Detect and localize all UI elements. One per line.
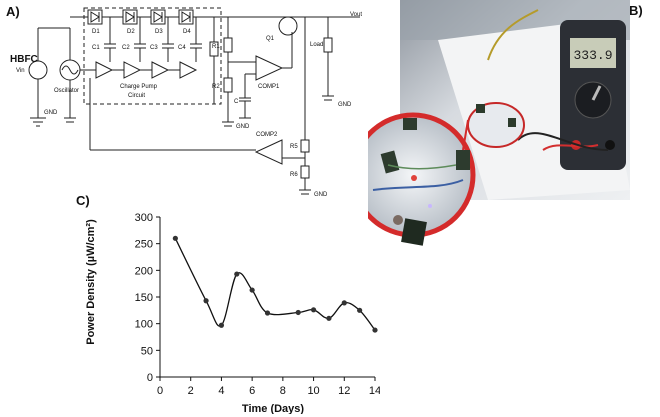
y-tick-label: 0 bbox=[147, 372, 153, 384]
diode-d2 bbox=[122, 9, 138, 25]
charge-pump-label: Charge Pump bbox=[120, 84, 158, 90]
x-tick-label: 0 bbox=[157, 385, 163, 397]
setup-photo: 333.9 bbox=[368, 0, 630, 246]
panel-label-c: C) bbox=[76, 193, 90, 208]
x-tick-label: 10 bbox=[307, 385, 319, 397]
y-tick-label: 150 bbox=[135, 292, 153, 304]
multimeter-reading: 333.9 bbox=[573, 48, 612, 63]
capacitors bbox=[104, 17, 202, 62]
r2-label: R2 bbox=[212, 84, 220, 90]
data-point bbox=[249, 287, 255, 293]
data-point bbox=[372, 327, 378, 333]
resistor-r5 bbox=[300, 139, 310, 153]
transistor-q1-symbol bbox=[278, 16, 298, 36]
chart-axes: 0 50 100 150 200 250 300 0 2 4 6 8 10 12 14 bbox=[135, 212, 380, 397]
data-point bbox=[234, 271, 240, 277]
y-tick-label: 100 bbox=[135, 319, 153, 331]
panel-label-a: A) bbox=[6, 4, 20, 19]
cap-label-c3: C3 bbox=[150, 45, 158, 51]
r6-label: R6 bbox=[290, 172, 298, 178]
y-axis-label: Power Density (µW/cm²) bbox=[85, 219, 97, 345]
diode-d1 bbox=[87, 9, 103, 25]
data-point bbox=[310, 307, 317, 313]
diode-label-d2: D2 bbox=[127, 29, 135, 35]
circuit-label: Circuit bbox=[128, 93, 145, 99]
cap-label-c2: C2 bbox=[122, 45, 130, 51]
series-line bbox=[174, 238, 376, 331]
multimeter-display bbox=[570, 38, 616, 68]
buffer-chain bbox=[95, 61, 198, 79]
data-point bbox=[341, 300, 347, 306]
r1-label: R1 bbox=[212, 44, 220, 50]
x-tick-label: 14 bbox=[369, 385, 380, 397]
x-tick-label: 12 bbox=[338, 385, 350, 397]
panel-label-b: B) bbox=[629, 3, 643, 18]
x-tick-label: 6 bbox=[249, 385, 255, 397]
data-point bbox=[295, 309, 301, 316]
x-tick-label: 4 bbox=[218, 385, 224, 397]
comp1-symbol bbox=[255, 55, 284, 81]
cap-c-label: C bbox=[234, 99, 239, 105]
y-tick-label: 50 bbox=[141, 345, 153, 357]
comp2-label: COMP2 bbox=[256, 132, 278, 138]
oscillator-label: Oscillator bbox=[54, 88, 79, 94]
r5-label: R5 bbox=[290, 144, 298, 150]
diode-label-d1: D1 bbox=[92, 29, 100, 35]
chart-marks bbox=[172, 235, 378, 333]
vin-label: Vin bbox=[16, 68, 25, 74]
cap-label-c1: C1 bbox=[92, 45, 100, 51]
data-point bbox=[326, 315, 332, 321]
y-tick-label: 250 bbox=[135, 239, 153, 251]
x-tick-label: 2 bbox=[188, 385, 194, 397]
comp1-label: COMP1 bbox=[258, 84, 280, 90]
diode-d4 bbox=[178, 9, 194, 25]
gnd-label-1: GND bbox=[44, 110, 58, 116]
load-label: Load bbox=[310, 42, 323, 48]
data-point bbox=[203, 298, 209, 304]
gnd-label-4: GND bbox=[314, 192, 328, 198]
power-density-chart: 0 50 100 150 200 250 300 0 2 4 6 8 10 12 14 Power Dens… bbox=[85, 212, 380, 414]
cap-label-c4: C4 bbox=[178, 45, 186, 51]
data-point bbox=[218, 322, 225, 328]
resistor-r1b bbox=[223, 37, 233, 53]
y-tick-label: 200 bbox=[135, 265, 153, 277]
diode-d3 bbox=[150, 9, 166, 25]
diode-label-d4: D4 bbox=[183, 29, 191, 35]
x-tick-label: 8 bbox=[280, 385, 286, 397]
vout-label: Vout bbox=[350, 12, 362, 18]
circuit-diagram: HBFC Vin GND Oscillator Charge Pump Circ… bbox=[10, 7, 362, 198]
data-point bbox=[172, 235, 178, 241]
resistor-r6 bbox=[300, 165, 310, 179]
diode-label-d3: D3 bbox=[155, 29, 163, 35]
gnd-label-3: GND bbox=[338, 102, 352, 108]
load-resistor bbox=[323, 37, 333, 53]
charge-pump-box bbox=[83, 7, 222, 105]
x-axis-label: Time (Days) bbox=[242, 403, 304, 414]
q1-label: Q1 bbox=[266, 36, 275, 42]
hbfc-label: HBFC bbox=[10, 54, 38, 65]
y-tick-label: 300 bbox=[135, 212, 153, 224]
data-point bbox=[357, 307, 363, 313]
gnd-label-2: GND bbox=[236, 124, 250, 130]
magnified-dish bbox=[368, 112, 476, 238]
resistor-r2 bbox=[223, 77, 233, 93]
data-point bbox=[264, 310, 271, 316]
comp2-symbol bbox=[254, 139, 283, 165]
